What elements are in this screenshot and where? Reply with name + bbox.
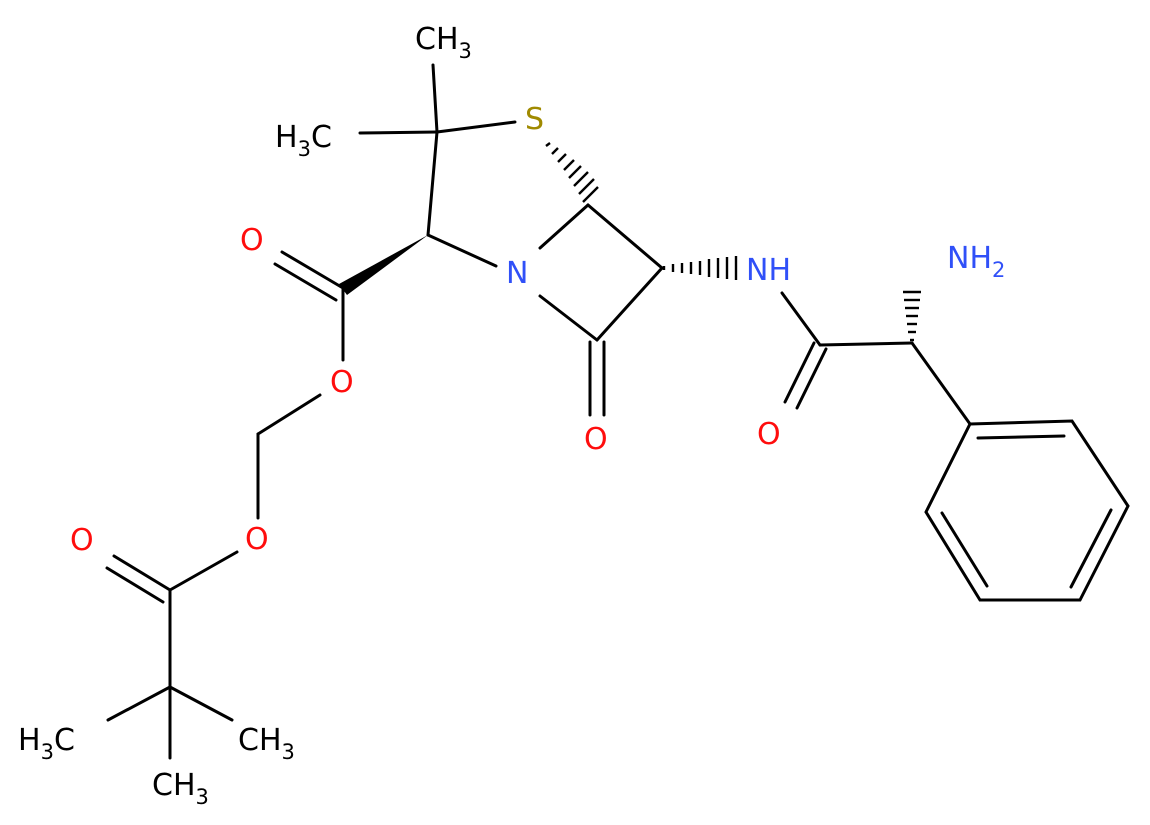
bond-c5-c6 — [586, 203, 664, 270]
bonds — [105, 63, 1130, 760]
label-nitrogen-ring: N — [506, 256, 528, 291]
bond-cest-o-b — [273, 262, 338, 302]
bond-c3-n — [426, 233, 498, 268]
phenyl-ring — [924, 419, 1130, 602]
label-o-pivoxil-single: O — [245, 522, 269, 557]
bond-cest-o-a — [280, 250, 345, 290]
hash-s-c5 — [545, 142, 599, 203]
label-o-amide: O — [757, 417, 781, 452]
bond-cq-me-left — [106, 685, 172, 722]
bond-cq-ch3left — [358, 130, 439, 135]
bond-camide-calpha — [818, 341, 914, 347]
bond-n-c5 — [538, 203, 590, 250]
bond-cpiv-o-a — [112, 554, 172, 592]
bond-c7-n — [538, 294, 599, 342]
atom-labels: CH3 H3C S N NH NH2 O O O O O O H3C CH3 C… — [18, 22, 1005, 809]
bond-cpiv-o-b — [105, 566, 165, 604]
bond-cq-ch3top — [431, 63, 439, 134]
bond-cq-s — [435, 120, 517, 134]
bond-cq-me-right — [168, 685, 234, 722]
bond-o-cpiv — [168, 550, 239, 592]
label-o-pivoxil-dbl: O — [70, 523, 94, 558]
label-ch3-bottom: CH3 — [152, 768, 209, 809]
label-nh: NH — [746, 253, 791, 288]
hash-calpha-nh2 — [903, 290, 921, 342]
label-ch3-bottom-right: CH3 — [238, 723, 295, 764]
hash-c6-nh — [662, 256, 738, 280]
wedge-c3-ester — [339, 235, 428, 295]
label-h3c-bottom-left: H3C — [18, 723, 75, 764]
label-nh2: NH2 — [947, 241, 1005, 282]
bond-camide-o-a — [783, 341, 816, 404]
stereo-bonds — [339, 142, 921, 342]
bond-c6-c7 — [595, 266, 664, 342]
label-sulfur: S — [525, 102, 544, 137]
bond-nh-camide — [780, 291, 822, 347]
bond-camide-o-b — [795, 347, 828, 410]
label-o-lactam: O — [584, 422, 608, 457]
bond-o-ch2 — [256, 393, 322, 436]
phenyl-inner-3 — [940, 511, 989, 588]
phenyl-inner-1 — [976, 434, 1066, 440]
label-o-ester-single: O — [330, 365, 354, 400]
label-o-ester-dbl: O — [240, 223, 264, 258]
label-ch3-top: CH3 — [415, 22, 472, 63]
bond-calpha-ph — [910, 341, 972, 426]
label-h3c-left: H3C — [275, 120, 332, 161]
phenyl-inner-2 — [1069, 508, 1113, 589]
bond-cq-c3 — [426, 130, 439, 237]
